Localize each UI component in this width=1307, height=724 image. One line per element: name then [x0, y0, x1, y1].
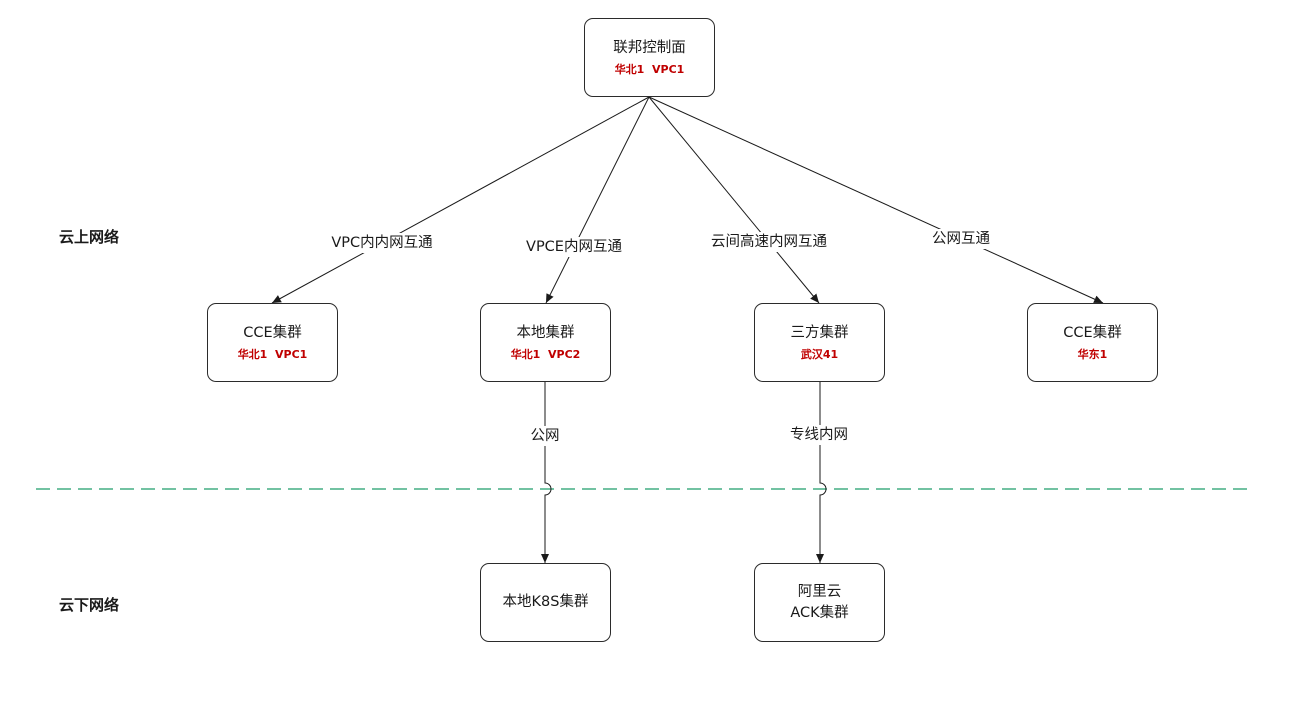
node-region: 武汉41 [800, 348, 839, 361]
edge-control-to-cce1 [271, 96, 650, 304]
node-title: 本地K8S集群 [502, 594, 589, 610]
node-thirdparty-cluster[interactable]: 三方集群 武汉41 [754, 303, 885, 382]
node-federation-control-plane[interactable]: 联邦控制面 华北1 VPC1 [584, 18, 715, 97]
node-local-cluster[interactable]: 本地集群 华北1 VPC2 [480, 303, 611, 382]
edge-label-vpce: VPCE内网互通 [524, 237, 624, 257]
edge-local-to-k8s [541, 381, 552, 563]
node-region: 华北1 VPC2 [510, 348, 581, 361]
node-region: 华北1 VPC1 [237, 348, 308, 361]
node-title-line2: ACK集群 [790, 604, 849, 621]
node-title: 三方集群 [790, 325, 849, 341]
edge-label-public-net: 公网 [528, 426, 562, 446]
node-cce-cluster-north[interactable]: CCE集群 华北1 VPC1 [207, 303, 338, 382]
node-title: CCE集群 [1063, 325, 1122, 341]
edge-control-to-cce2 [648, 96, 1104, 304]
edge-control-to-thirdparty [648, 96, 820, 304]
edge-label-vpc: VPC内内网互通 [329, 233, 435, 253]
node-cce-cluster-east[interactable]: CCE集群 华东1 [1027, 303, 1158, 382]
edge-label-private-line: 专线内网 [788, 425, 850, 445]
zone-label-cloud: 云上网络 [59, 228, 120, 246]
edge-control-to-local [545, 96, 650, 304]
node-region: 华北1 VPC1 [614, 63, 685, 76]
zone-label-offcloud: 云下网络 [59, 596, 120, 614]
edge-label-cloud-interconnect: 云间高速内网互通 [709, 232, 829, 252]
node-aliyun-ack-cluster[interactable]: 阿里云 ACK集群 [754, 563, 885, 642]
node-title: 本地集群 [516, 325, 575, 341]
node-title: CCE集群 [243, 325, 302, 341]
node-region: 华东1 [1077, 348, 1108, 361]
edge-thirdparty-to-aliyun [816, 381, 827, 563]
node-title: 联邦控制面 [613, 40, 686, 56]
node-title: 阿里云 [797, 583, 842, 600]
edge-label-public: 公网互通 [930, 229, 992, 249]
node-local-k8s-cluster[interactable]: 本地K8S集群 [480, 563, 611, 642]
